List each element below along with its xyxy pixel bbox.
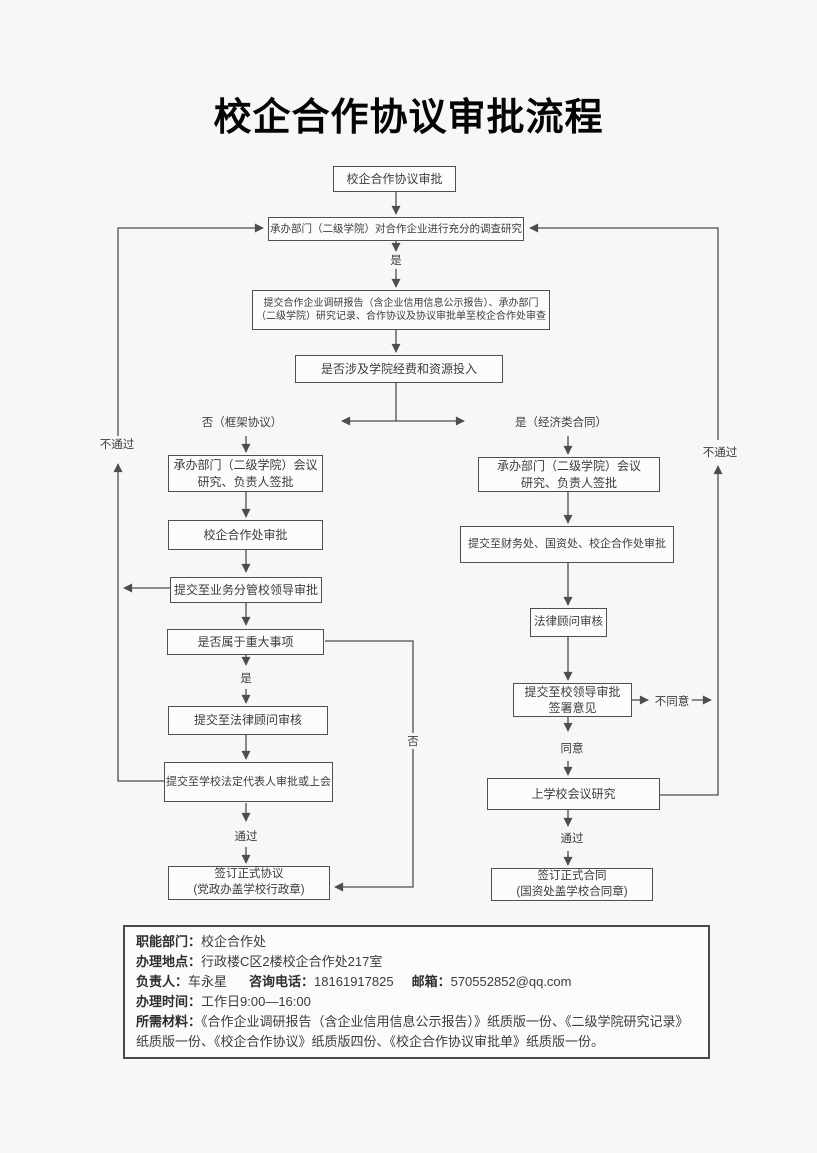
info-row-materials: 所需材料：《合作企业调研报告（含企业信用信息公示报告）》纸质版一份、《二级学院研… bbox=[136, 1012, 697, 1052]
info-time-value: 工作日9:00—16:00 bbox=[201, 994, 311, 1009]
node-left-sign: 签订正式协议 (党政办盖学校行政章) bbox=[168, 866, 330, 900]
node-decision-funds: 是否涉及学院经费和资源投入 bbox=[295, 355, 503, 383]
info-row-dept: 职能部门：校企合作处 bbox=[136, 932, 697, 952]
info-email-label: 邮箱： bbox=[411, 974, 451, 989]
info-person-value: 车永星 bbox=[188, 974, 228, 989]
node-right-school-meeting: 上学校会议研究 bbox=[487, 778, 660, 810]
node-submit-review: 提交合作企业调研报告（含企业信用信息公示报告）、承办部门 （二级学院）研究记录、… bbox=[252, 290, 550, 330]
node-right-sign: 签订正式合同 (国资处盖学校合同章) bbox=[491, 868, 653, 901]
node-right-sign-line1: 签订正式合同 bbox=[537, 869, 607, 882]
node-left-major-decision-label: 是否属于重大事项 bbox=[197, 634, 294, 649]
node-decision-funds-label: 是否涉及学院经费和资源投入 bbox=[320, 361, 477, 376]
node-left-vice-leader: 提交至业务分管校领导审批 bbox=[170, 577, 322, 603]
info-phone-value: 18161917825 bbox=[314, 974, 394, 989]
info-person-label: 负责人： bbox=[136, 974, 189, 989]
node-right-leader: 提交至校领导审批 签署意见 bbox=[513, 683, 632, 717]
page-title: 校企合作协议审批流程 bbox=[213, 97, 604, 139]
node-left-legal-label: 提交至法律顾问审核 bbox=[193, 713, 302, 728]
node-left-meeting-line2: 研究、负责人签批 bbox=[197, 474, 294, 489]
node-right-leader-line2: 签署意见 bbox=[548, 701, 597, 715]
node-right-sign-line2: (国资处盖学校合同章) bbox=[516, 885, 628, 898]
info-phone-label: 咨询电话： bbox=[249, 974, 315, 989]
node-left-major-decision: 是否属于重大事项 bbox=[167, 629, 324, 655]
node-right-legal-label: 法律顾问审核 bbox=[534, 615, 603, 628]
node-left-office-approve: 校企合作处审批 bbox=[168, 520, 323, 550]
node-left-vice-leader-label: 提交至业务分管校领导审批 bbox=[173, 582, 318, 597]
node-left-office-approve-label: 校企合作处审批 bbox=[203, 527, 288, 542]
edge-label-disagree: 不同意 bbox=[652, 693, 692, 709]
node-right-depts: 提交至财务处、国资处、校企合作处审批 bbox=[460, 526, 674, 563]
edge-label-yes-economic: 是（经济类合同） bbox=[513, 414, 609, 430]
info-dept-label: 职能部门： bbox=[136, 934, 202, 949]
info-materials-value: 《合作企业调研报告（含企业信用信息公示报告）》纸质版一份、《二级学院研究记录》纸… bbox=[136, 1014, 689, 1049]
node-start-label: 校企合作协议审批 bbox=[346, 171, 443, 186]
node-submit-review-line2: （二级学院）研究记录、合作协议及协议审批单至校企合作处审查 bbox=[256, 311, 546, 322]
node-left-sign-line2: (党政办盖学校行政章) bbox=[193, 884, 305, 896]
node-right-meeting-line1: 承办部门（二级学院）会议 bbox=[496, 459, 641, 474]
node-left-meeting-line1: 承办部门（二级学院）会议 bbox=[173, 458, 318, 473]
info-email-value: 570552852@qq.com bbox=[450, 974, 572, 989]
edge-label-agree: 同意 bbox=[558, 740, 586, 756]
edge-label-fail-left: 不通过 bbox=[97, 436, 137, 452]
node-left-legal: 提交至法律顾问审核 bbox=[168, 706, 328, 735]
node-right-meeting-line2: 研究、负责人签批 bbox=[520, 475, 617, 490]
node-left-rep-approve-label: 提交至学校法定代表人审批或上会 bbox=[166, 775, 331, 788]
node-right-legal: 法律顾问审核 bbox=[530, 608, 607, 637]
edge-label-yes-major: 是 bbox=[238, 670, 254, 686]
edge-label-pass-left: 通过 bbox=[232, 828, 260, 844]
info-row-contact: 负责人：车永星 咨询电话：18161917825 邮箱：570552852@qq.c… bbox=[136, 972, 697, 992]
edge-label-pass-right: 通过 bbox=[558, 830, 586, 846]
edge-label-yes-top: 是 bbox=[388, 252, 404, 268]
info-dept-value: 校企合作处 bbox=[201, 934, 267, 949]
node-right-depts-label: 提交至财务处、国资处、校企合作处审批 bbox=[468, 538, 666, 551]
node-left-sign-line1: 签订正式协议 bbox=[214, 868, 284, 881]
info-time-label: 办理时间： bbox=[136, 994, 202, 1009]
info-location-label: 办理地点： bbox=[136, 954, 202, 969]
edge-label-no-major: 否 bbox=[405, 733, 421, 749]
info-materials-label: 所需材料： bbox=[136, 1014, 202, 1029]
info-row-time: 办理时间：工作日9:00—16:00 bbox=[136, 992, 697, 1012]
info-box: 职能部门：校企合作处 办理地点：行政楼C区2楼校企合作处217室 负责人：车永星… bbox=[123, 925, 710, 1059]
node-investigate: 承办部门（二级学院）对合作企业进行充分的调查研究 bbox=[268, 217, 524, 241]
node-investigate-label: 承办部门（二级学院）对合作企业进行充分的调查研究 bbox=[270, 222, 522, 235]
node-left-meeting: 承办部门（二级学院）会议 研究、负责人签批 bbox=[168, 455, 323, 492]
edge-label-fail-right: 不通过 bbox=[700, 444, 740, 460]
node-submit-review-line1: 提交合作企业调研报告（含企业信用信息公示报告）、承办部门 bbox=[263, 297, 539, 309]
node-right-meeting: 承办部门（二级学院）会议 研究、负责人签批 bbox=[478, 457, 660, 492]
info-location-value: 行政楼C区2楼校企合作处217室 bbox=[201, 954, 383, 969]
info-row-location: 办理地点：行政楼C区2楼校企合作处217室 bbox=[136, 952, 697, 972]
node-right-leader-line1: 提交至校领导审批 bbox=[524, 684, 621, 699]
node-start: 校企合作协议审批 bbox=[333, 166, 456, 192]
node-right-school-meeting-label: 上学校会议研究 bbox=[531, 786, 616, 801]
edge-label-no-framework: 否（框架协议） bbox=[199, 414, 285, 430]
node-left-rep-approve: 提交至学校法定代表人审批或上会 bbox=[164, 762, 333, 802]
